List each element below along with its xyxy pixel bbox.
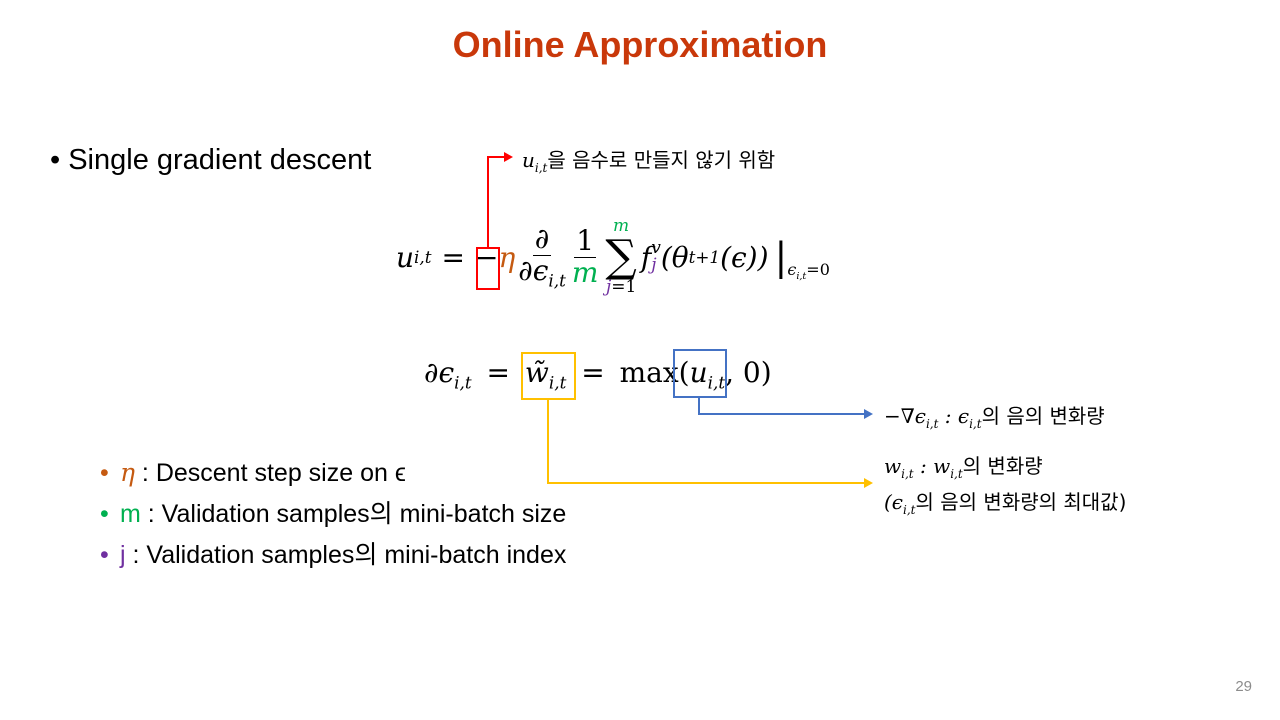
red-connector-vertical (487, 156, 489, 248)
blue-highlight-box (673, 349, 727, 398)
eq1-eval-bar: | (774, 235, 788, 279)
blue-note-sub2: i,t (969, 417, 982, 431)
eq2-max: max( (619, 356, 690, 389)
legend-item-j: • j : Validation samples의 mini-batch inde… (100, 535, 566, 576)
eq2-u-sub: i,t (707, 372, 726, 393)
eq2-lhs-sub: i,t (454, 372, 472, 393)
page-number: 29 (1235, 678, 1252, 695)
eq1-f: f (640, 240, 652, 274)
eq1-lhs: u (396, 240, 415, 274)
annotation-text: 을 음수로 만들지 않기 위함 (547, 148, 776, 172)
legend-item-eta: • η : Descent step size on ϵ (100, 452, 566, 494)
eq1-one-over-m: 1 m (571, 223, 599, 289)
eq1-equals: = (441, 240, 465, 274)
yellow-note-line2-sub: i,t (903, 503, 916, 517)
eq1-arg: (θ (660, 240, 689, 274)
eq1-d-den-sub: i,t (548, 270, 566, 291)
yellow-connector-horizontal (547, 482, 866, 484)
red-arrow-head-icon (504, 152, 513, 162)
eq1-arg-sub: t+1 (688, 247, 721, 267)
yellow-note-sub: i,t (901, 467, 914, 481)
yellow-note-var: w (884, 454, 902, 478)
eq1-d-den: ∂ϵ (518, 253, 549, 287)
red-connector-horizontal (487, 156, 505, 158)
bullet-dot: • (100, 500, 109, 528)
blue-note-prefix: −∇ϵ (884, 404, 926, 428)
eq1-minus: − (474, 240, 499, 274)
eq1-sum-upper: m (613, 216, 630, 236)
eq1-eta: η (498, 240, 516, 274)
symbol-legend: • η : Descent step size on ϵ • m : Validat… (100, 452, 566, 576)
bullet-text: Single gradient descent (68, 144, 372, 176)
yellow-note-text: 의 변화량 (962, 454, 1043, 478)
eq2-equals2: = (581, 356, 605, 389)
yellow-note-mid: : w (913, 454, 951, 478)
bullet-dot: • (100, 459, 109, 487)
yellow-arrow-head-icon (864, 478, 873, 488)
eq1-derivative: ∂ ∂ϵi,t (518, 222, 566, 291)
eq2-lhs: ∂ϵ (424, 356, 455, 389)
eq1-eval-eps: ϵ (787, 259, 797, 279)
eq1-one: 1 (574, 223, 597, 258)
legend-text: : Descent step size on ϵ (134, 459, 406, 487)
eq1-sum: m ∑ j=1 (605, 218, 636, 296)
eq2-rest: , 0) (725, 356, 772, 389)
legend-symbol: η (120, 458, 135, 487)
eq2-equals: = (486, 356, 510, 389)
eq1-f-sup: v (651, 238, 661, 258)
legend-text: : Validation samples의 mini-batch size (140, 500, 567, 528)
eq1-sum-j: j (605, 277, 612, 297)
eq1-eval-zero: =0 (806, 259, 830, 279)
blue-note-mid: : ϵ (938, 404, 970, 428)
bullet-single-gradient-descent: • Single gradient descent (50, 144, 371, 177)
eq1-m: m (571, 255, 599, 289)
eq1-f-sub: j (651, 255, 657, 275)
eq1-sum-lower: =1 (611, 277, 637, 297)
eq1-eval-sub: i,t (796, 271, 807, 282)
slide-title: Online Approximation (452, 24, 828, 65)
blue-connector-horizontal (698, 413, 866, 415)
eq1-arg-rest: (ϵ)) (720, 240, 769, 274)
annotation-sub: i,t (534, 161, 548, 175)
legend-symbol: j (120, 541, 126, 569)
blue-connector-vertical (698, 397, 700, 415)
legend-symbol: m (120, 500, 141, 528)
yellow-note-line2-open: (ϵ (884, 490, 904, 514)
eq1-lhs-sub: i,t (414, 247, 432, 267)
blue-note-sub: i,t (925, 417, 939, 431)
yellow-note-line2-text: 의 음의 변화량의 최대값) (915, 490, 1127, 514)
yellow-highlight-box (521, 352, 576, 400)
red-highlight-box (476, 247, 500, 290)
eq1-sigma: ∑ (605, 231, 637, 282)
bullet-dot: • (100, 541, 109, 569)
eq2-w: w̃ (524, 356, 549, 389)
yellow-connector-vertical (547, 399, 549, 484)
equation-w: ∂ϵi,t = w̃i,t = max(ui,t, 0) (424, 356, 772, 393)
eq1-d-num: ∂ (532, 222, 552, 256)
legend-item-m: • m : Validation samples의 mini-batch size (100, 494, 566, 535)
annotation-var: u (522, 148, 535, 172)
legend-text: : Validation samples의 mini-batch index (125, 541, 567, 569)
eq2-w-sub: i,t (548, 372, 567, 393)
annotation-nonnegative: ui,t을 음수로 만들지 않기 위함 (522, 144, 775, 175)
yellow-note-sub2: i,t (950, 467, 963, 481)
blue-note-text: 의 음의 변화량 (981, 404, 1105, 428)
bullet-dot: • (50, 144, 69, 176)
eq2-u: u (689, 356, 708, 389)
blue-arrow-head-icon (864, 409, 873, 419)
annotation-negative-change: −∇ϵi,t : ϵi,t의 음의 변화량 (884, 400, 1105, 431)
annotation-w-change: wi,t : wi,t의 변화량 (ϵi,t의 음의 변화량의 최대값) (884, 452, 1126, 524)
